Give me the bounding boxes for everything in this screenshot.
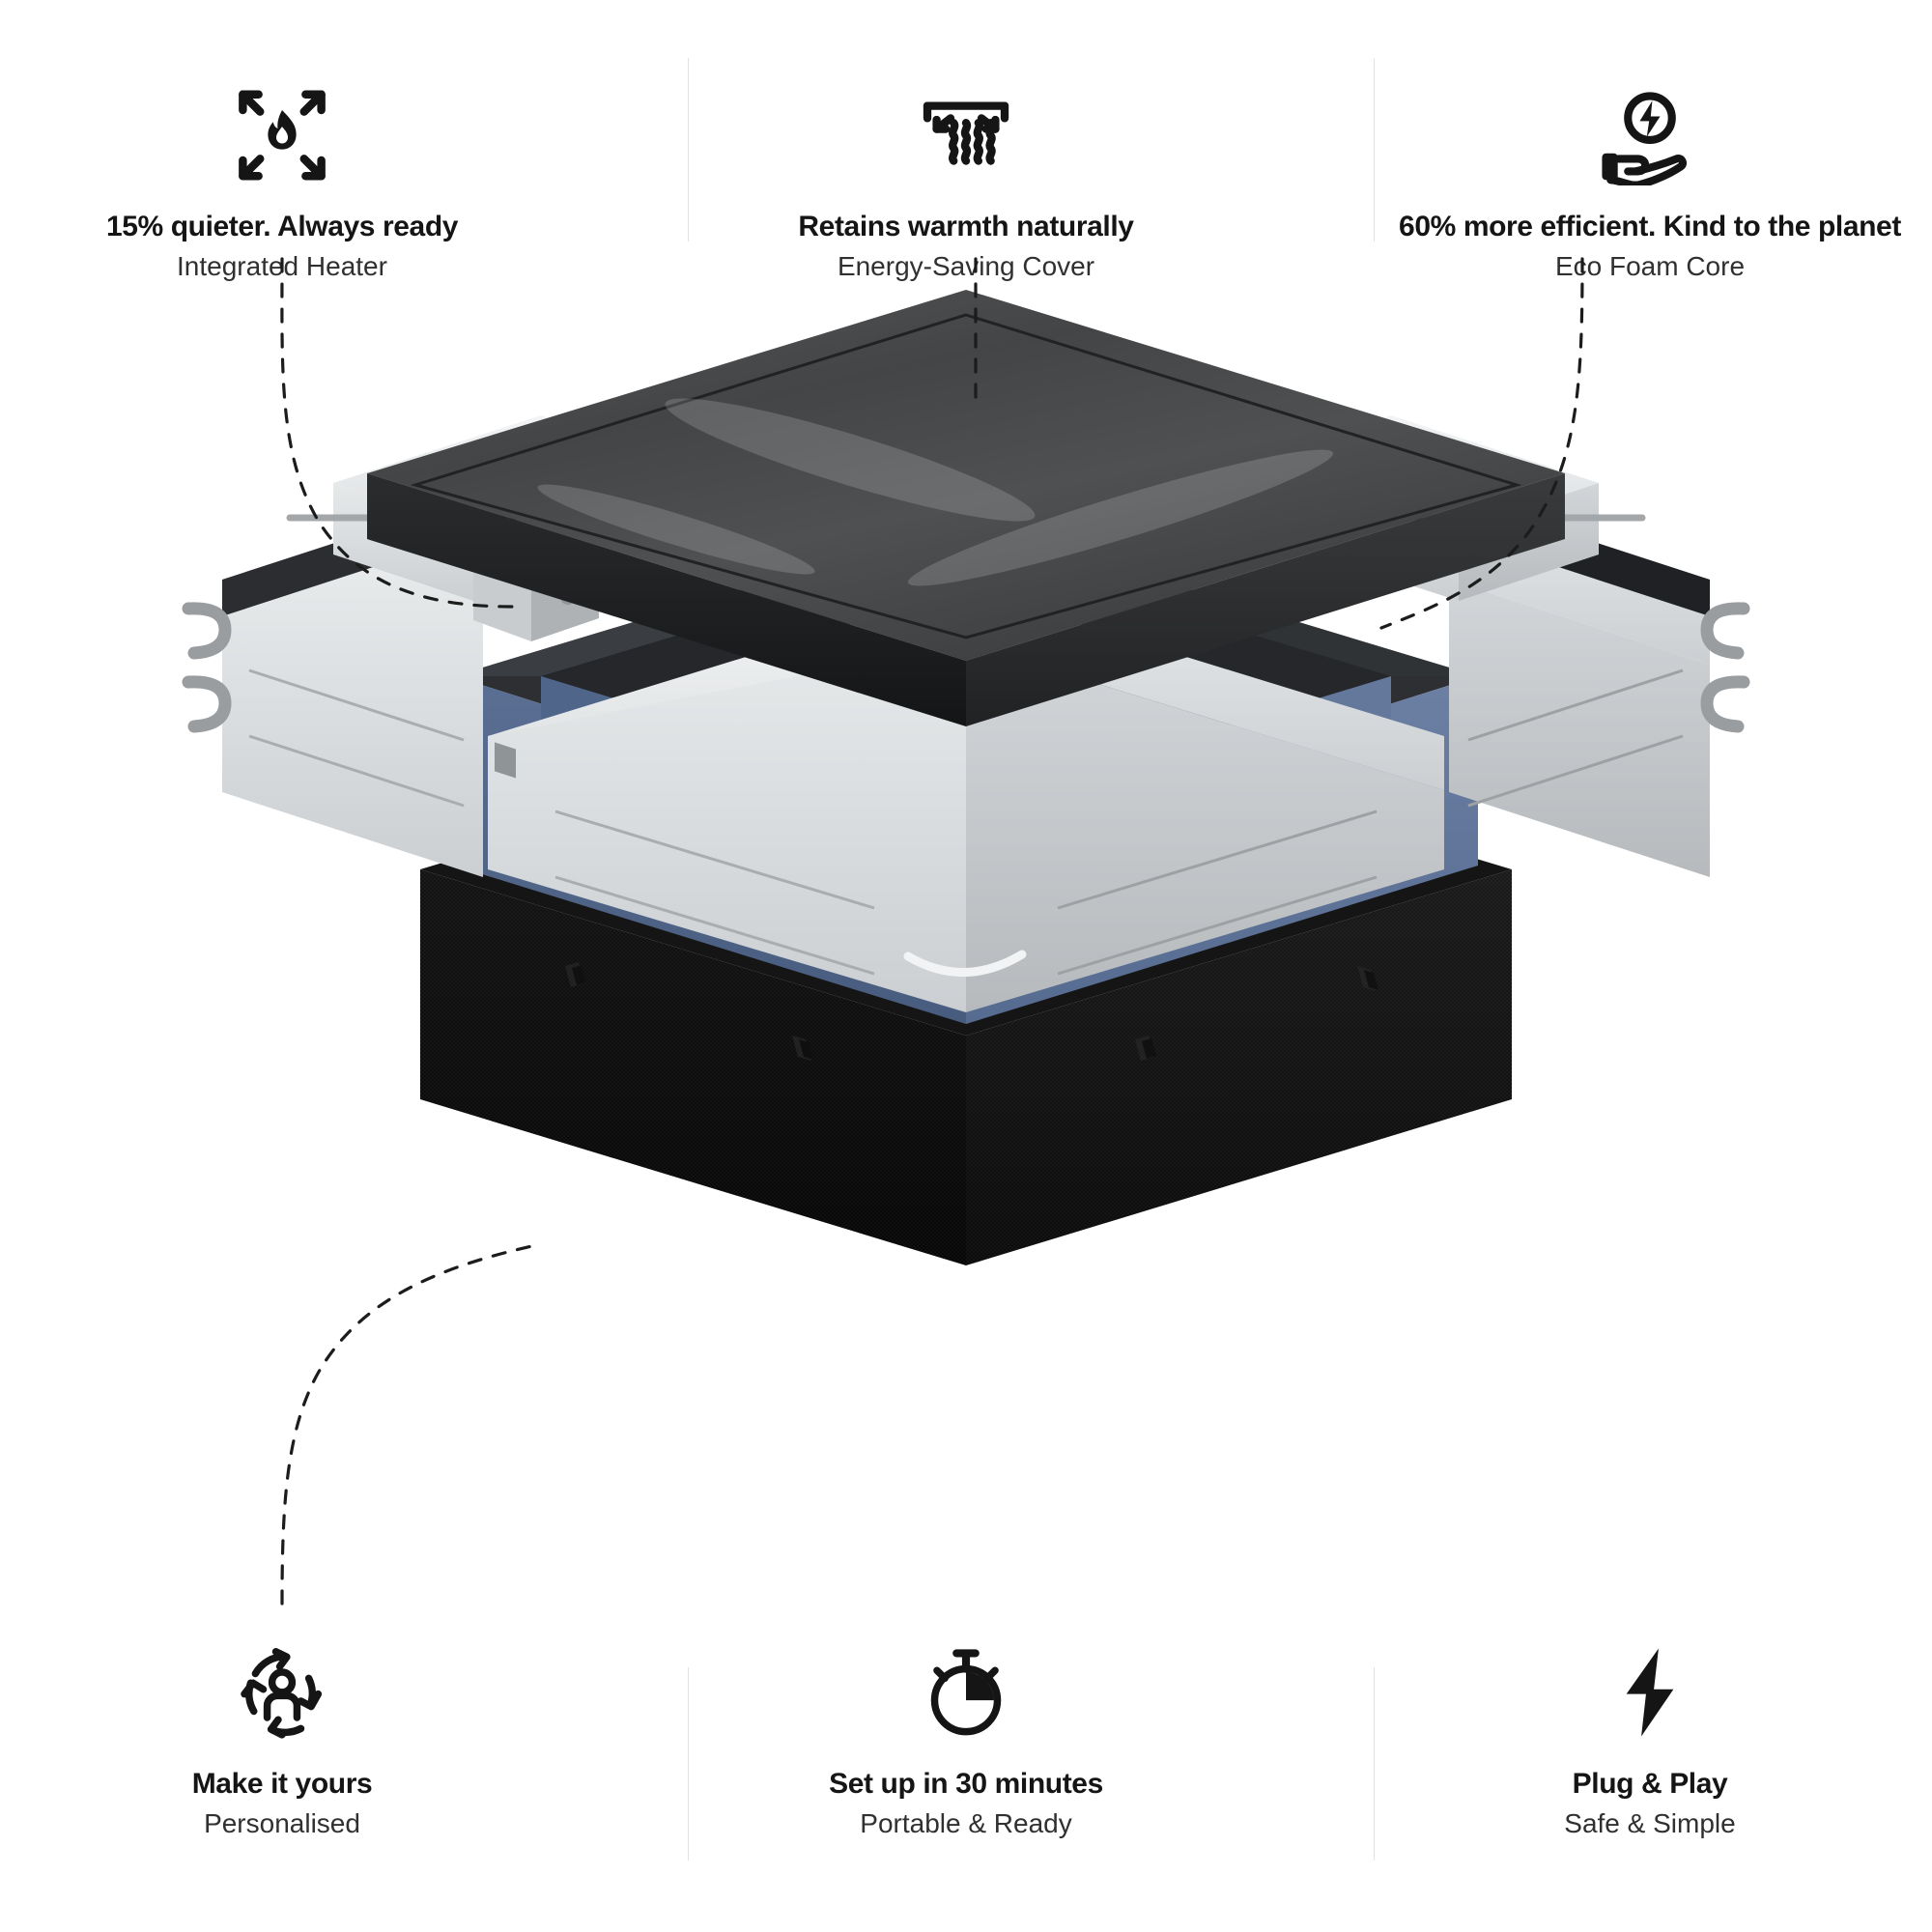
divider-bottom-right — [1374, 1667, 1375, 1861]
heat-retention-icon — [715, 70, 1217, 185]
feature-subtitle: Integrated Heater — [177, 250, 387, 281]
feature-subtitle: Personalised — [204, 1807, 360, 1838]
layer-insulated-cover — [367, 290, 1565, 726]
feature-plug-and-play: Plug & Play Safe & Simple — [1399, 1627, 1901, 1839]
feature-headline: Retains warmth naturally — [798, 211, 1134, 242]
stopwatch-icon — [715, 1627, 1217, 1743]
component-side-rods — [182, 602, 1750, 733]
feature-eco-foam-core: 60% more efficient. Kind to the planet E… — [1399, 70, 1901, 282]
feature-energy-saving-cover: Retains warmth naturally Energy-Saving C… — [715, 70, 1217, 282]
product-exploded-diagram — [0, 290, 1932, 1642]
divider-top-left — [688, 58, 689, 242]
feature-subtitle: Eco Foam Core — [1554, 250, 1746, 281]
flame-expand-icon — [31, 70, 533, 185]
lightning-bolt-icon — [1399, 1627, 1901, 1743]
person-cycle-icon — [31, 1627, 533, 1743]
feature-subtitle: Portable & Ready — [860, 1807, 1072, 1838]
feature-subtitle: Energy-Saving Cover — [837, 250, 1095, 281]
feature-headline: Set up in 30 minutes — [829, 1768, 1103, 1800]
hand-energy-icon — [1399, 70, 1901, 185]
feature-integrated-heater: 15% quieter. Always ready Integrated Hea… — [31, 70, 533, 282]
feature-headline: 15% quieter. Always ready — [105, 211, 459, 242]
feature-portable-ready: Set up in 30 minutes Portable & Ready — [715, 1627, 1217, 1839]
feature-headline: Make it yours — [191, 1768, 373, 1800]
feature-headline: Plug & Play — [1572, 1768, 1728, 1800]
divider-bottom-left — [688, 1667, 689, 1861]
divider-top-right — [1374, 58, 1375, 242]
feature-headline: 60% more efficient. Kind to the planet — [1399, 211, 1901, 242]
feature-personalised: Make it yours Personalised — [31, 1627, 533, 1839]
feature-subtitle: Safe & Simple — [1564, 1807, 1736, 1838]
